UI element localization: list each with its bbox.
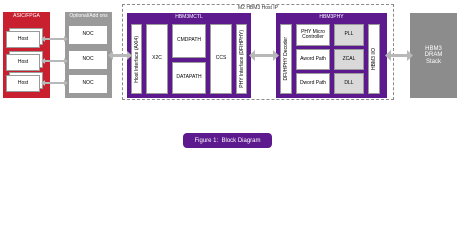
arrow-host-noc-2 (41, 58, 68, 64)
cmdpath-block: CMDPATH (172, 24, 206, 58)
arrow-host-noc-1 (41, 36, 68, 42)
phy-micro-controller-block: PHY Micro Controller (296, 24, 330, 46)
host-interface-bar: Host Interface (AXI4) (131, 24, 142, 94)
ccs-block: CCS (210, 24, 232, 94)
datapath-block: DATAPATH (172, 62, 206, 94)
host-box-2: Host (6, 54, 40, 71)
hbm3-io-bar: HBM3 I/O (368, 24, 380, 94)
zcal-block: ZCAL (334, 49, 364, 70)
arrow-phy-dram (385, 50, 413, 61)
arrow-mctl-phy (249, 50, 279, 61)
pll-block: PLL (334, 24, 364, 46)
host-ip-title: M2 HBM3 Host IP (237, 5, 278, 11)
hbm3-dram-label: HBM3 DRAM Stack (424, 45, 443, 65)
hbm3phy-title: HBM3PHY (319, 14, 344, 20)
asic-fpga-title: ASIC/FPGA (13, 13, 40, 19)
hbm3mctl-title: HBM3MCTL (175, 14, 203, 20)
noc-box-1: NOC (68, 25, 108, 45)
x2c-block: X2C (146, 24, 168, 94)
optional-title: Optional/Add ons (69, 13, 108, 19)
arrow-noc-mctl (108, 51, 132, 60)
dll-block: DLL (334, 73, 364, 94)
dfi-decoder-bar: DFI/HPHY Decoder (280, 24, 292, 94)
dword-path-block: Dword Path (296, 73, 330, 94)
phy-interface-bar: PHY Interface (DFIHPHY) (236, 24, 247, 94)
host-ip-boundary: M2 HBM3 Host IP (122, 4, 394, 100)
figure-caption: Figure 1: Block Diagram (183, 133, 272, 148)
noc-box-2: NOC (68, 50, 108, 70)
host-box-3: Host (6, 75, 40, 92)
figure-caption-text: Figure 1: Block Diagram (194, 137, 261, 144)
connection-arrows (41, 36, 413, 86)
hbm3-dram-stack: HBM3 DRAM Stack (410, 13, 457, 98)
noc-box-3: NOC (68, 74, 108, 94)
host-box-1: Host (6, 31, 40, 48)
arrow-host-noc-3 (41, 80, 68, 86)
aword-path-block: Aword Path (296, 49, 330, 70)
